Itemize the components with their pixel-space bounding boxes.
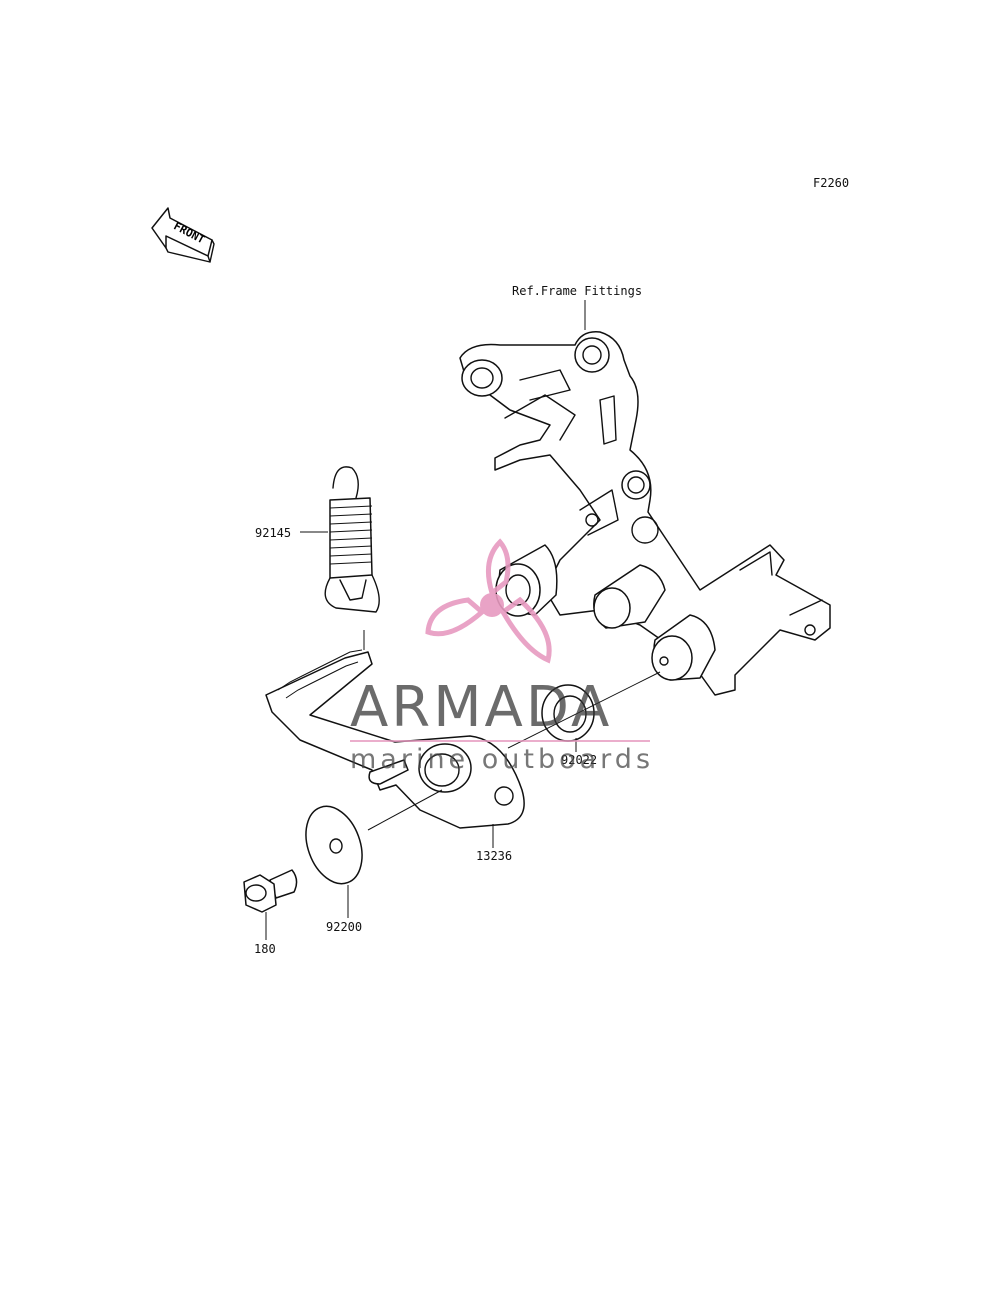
part-number-spring: 92145 <box>255 526 292 540</box>
washer <box>305 805 363 885</box>
bolt <box>243 869 298 913</box>
part-number-bolt: 180 <box>254 942 276 956</box>
watermark-title: ARMADA <box>350 675 613 740</box>
bushing <box>541 684 595 742</box>
part-number-washer: 92200 <box>326 920 363 934</box>
brake-pedal <box>265 649 525 829</box>
part-number-pedal: 13236 <box>476 849 513 863</box>
leader-lines <box>265 300 661 940</box>
propeller-logo <box>425 538 552 664</box>
part-number-bushing: 92022 <box>561 753 598 767</box>
frame-bracket <box>459 331 831 696</box>
diagram-code: F2260 <box>813 176 850 190</box>
watermark-subtitle: marine outboards <box>350 744 655 775</box>
front-arrow-icon: FRONT <box>151 207 215 263</box>
return-spring <box>324 466 380 650</box>
ref-frame-fittings-label: Ref.Frame Fittings <box>512 284 643 298</box>
